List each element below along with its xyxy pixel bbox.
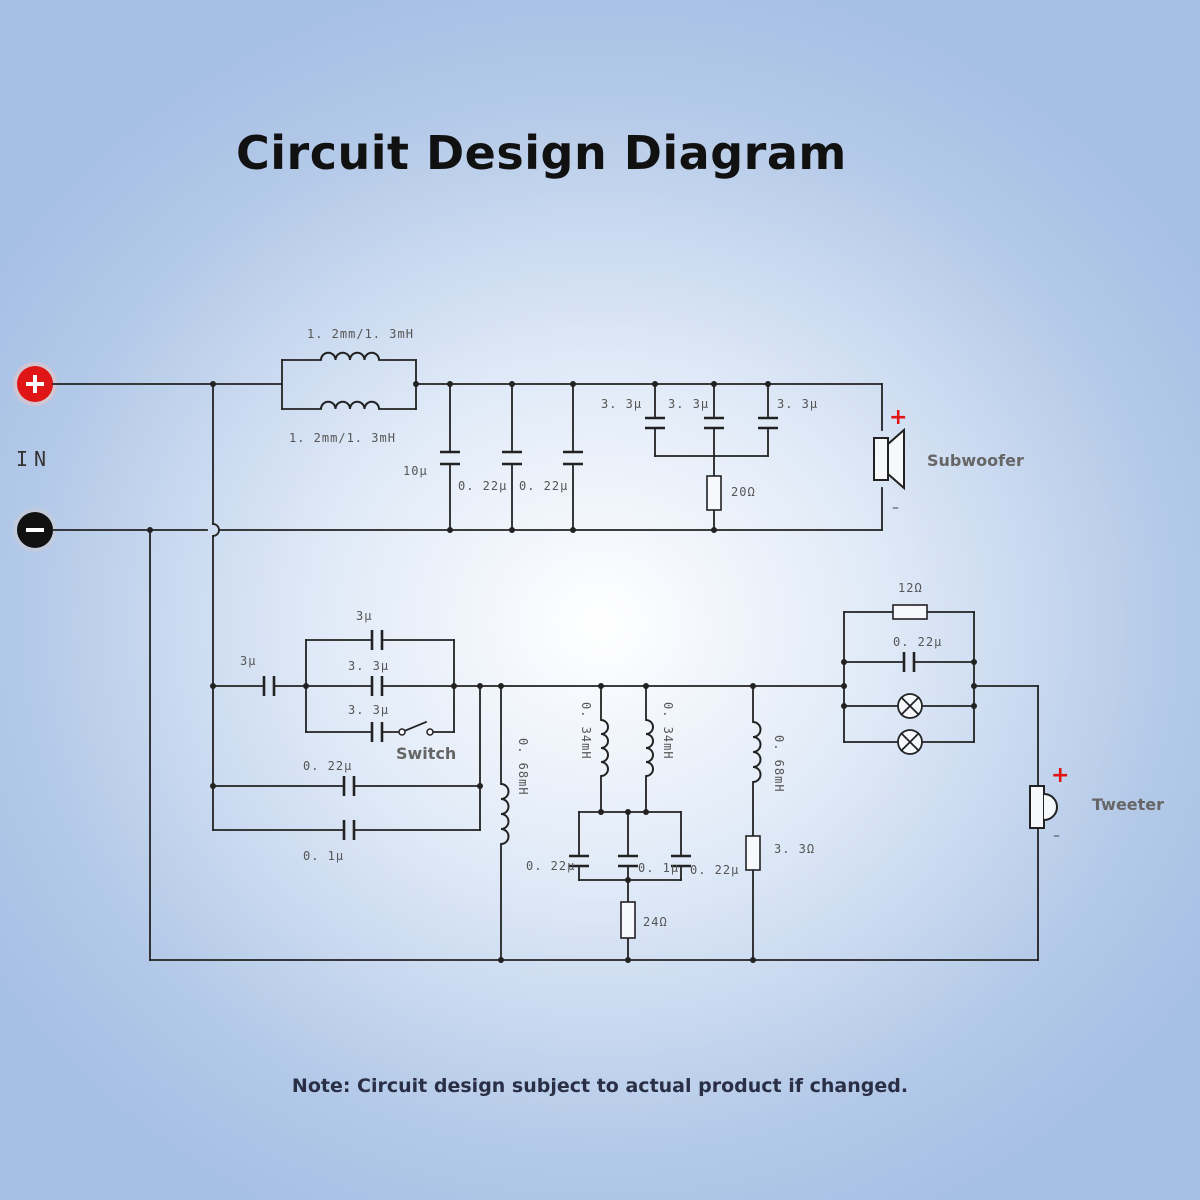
label-sub-cap-10u: 10µ xyxy=(403,464,428,478)
label-sub-inductor-top: 1. 2mm/1. 3mH xyxy=(307,327,414,341)
tw-inductor-034-b xyxy=(645,719,654,777)
label-tw-cap-33-switch: 3. 3µ xyxy=(348,703,389,717)
sub-cap-33-a xyxy=(645,416,665,430)
subwoofer-minus: – xyxy=(892,500,899,516)
input-label: IN xyxy=(16,447,52,471)
label-tw-cap-01-c: 0. 1µ xyxy=(638,861,679,875)
sub-cap-022-b xyxy=(563,450,583,466)
tw-cap-3u-series xyxy=(262,676,276,696)
page-note: Note: Circuit design subject to actual p… xyxy=(291,1075,909,1097)
tw-cap-022-c xyxy=(569,854,589,868)
tweeter-label: Tweeter xyxy=(1092,795,1164,814)
switch-label: Switch xyxy=(396,744,456,763)
label-tw-ind-068-b: 0. 68mH xyxy=(772,735,786,793)
tw-inductor-034-a xyxy=(600,719,609,777)
label-tw-ind-034-a: 0. 34mH xyxy=(579,702,593,760)
label-tw-cap-022-c: 0. 22µ xyxy=(526,859,575,873)
label-sub-inductor-bottom: 1. 2mm/1. 3mH xyxy=(289,431,396,445)
tweeter-plus: + xyxy=(1051,763,1069,788)
sub-inductor-bottom xyxy=(320,400,380,410)
subwoofer-speaker xyxy=(873,427,905,491)
label-sub-res-20: 20Ω xyxy=(731,485,756,499)
tw-cap-33-switch xyxy=(370,722,384,742)
label-tw-ind-068-a: 0. 68mH xyxy=(516,738,530,796)
tweeter-minus: – xyxy=(1053,828,1060,844)
label-tw-cap-022-d: 0. 22µ xyxy=(690,863,739,877)
page-title: Circuit Design Diagram xyxy=(236,126,847,180)
label-tw-res-12: 12Ω xyxy=(898,581,923,595)
tw-cap-022-e xyxy=(902,652,916,672)
label-tw-cap-022-bypass: 0. 22µ xyxy=(303,759,352,773)
subwoofer-label: Subwoofer xyxy=(927,451,1024,470)
sub-cap-10u xyxy=(440,450,460,466)
label-tw-cap-3u-top: 3µ xyxy=(356,609,372,623)
label-tw-ind-034-b: 0. 34mH xyxy=(661,702,675,760)
sub-cap-33-c xyxy=(758,416,778,430)
label-tw-res-24: 24Ω xyxy=(643,915,668,929)
positive-terminal xyxy=(13,362,57,406)
tw-inductor-068-b xyxy=(752,721,762,783)
label-sub-cap-022-a: 0. 22µ xyxy=(458,479,507,493)
tw-switch xyxy=(398,728,434,736)
negative-terminal xyxy=(13,508,57,552)
label-tw-cap-33-mid: 3. 3µ xyxy=(348,659,389,673)
label-sub-cap-33-c: 3. 3µ xyxy=(777,397,818,411)
label-sub-cap-022-b: 0. 22µ xyxy=(519,479,568,493)
label-tw-res-33: 3. 3Ω xyxy=(774,842,815,856)
sub-cap-022-a xyxy=(502,450,522,466)
label-sub-cap-33-a: 3. 3µ xyxy=(601,397,642,411)
tw-cap-33-mid xyxy=(370,676,384,696)
lamp-icon xyxy=(897,693,923,719)
subwoofer-wiring xyxy=(52,359,883,531)
tw-resistor-12 xyxy=(892,604,928,620)
tw-cap-01-bypass xyxy=(342,820,356,840)
tw-resistor-33 xyxy=(745,835,761,871)
tweeter-junctions xyxy=(210,659,977,963)
tw-cap-3u-top xyxy=(370,630,384,650)
lamp-icon xyxy=(897,729,923,755)
sub-resistor-20 xyxy=(706,475,722,511)
tweeter-wiring xyxy=(149,383,1039,961)
sub-cap-33-b xyxy=(704,416,724,430)
tw-cap-01-c xyxy=(618,854,638,868)
tw-inductor-068-a xyxy=(500,783,510,845)
tw-cap-022-bypass xyxy=(342,776,356,796)
tw-resistor-24 xyxy=(620,901,636,939)
label-tw-cap-022-e: 0. 22µ xyxy=(893,635,942,649)
label-sub-cap-33-b: 3. 3µ xyxy=(668,397,709,411)
tw-cap-022-d xyxy=(671,854,691,868)
label-tw-cap-01-bypass: 0. 1µ xyxy=(303,849,344,863)
sub-inductor-top xyxy=(320,351,380,361)
subwoofer-plus: + xyxy=(889,405,907,430)
label-tw-cap-3u-series: 3µ xyxy=(240,654,256,668)
tweeter-speaker xyxy=(1029,785,1058,829)
